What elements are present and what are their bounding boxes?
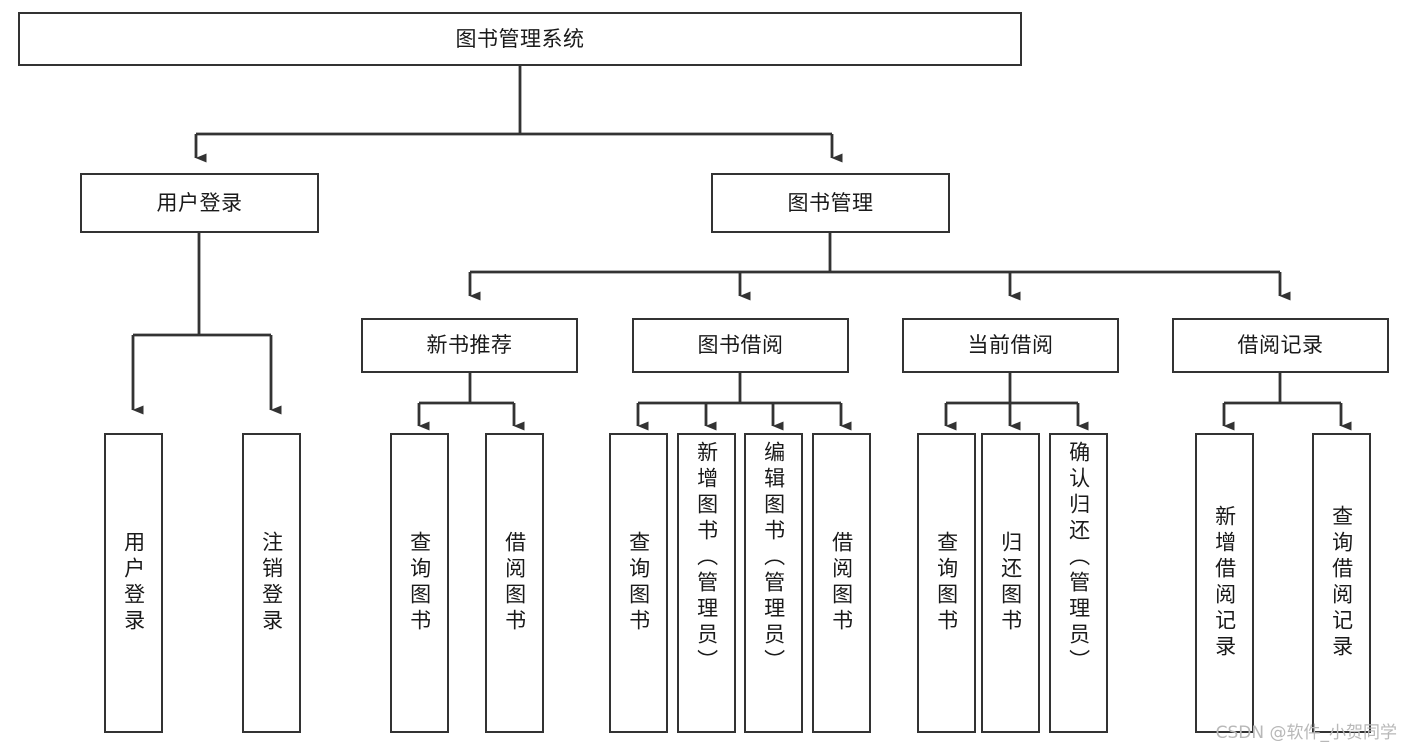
node-label: 借阅图书 bbox=[502, 531, 527, 635]
leaf-user-login-logout[interactable]: 注销登录 bbox=[242, 433, 301, 733]
node-label: 查询借阅记录 bbox=[1329, 505, 1354, 661]
node-user-login[interactable]: 用户登录 bbox=[80, 173, 319, 233]
node-label: 借阅图书 bbox=[829, 531, 854, 635]
node-label: 用户登录 bbox=[121, 531, 146, 635]
leaf-new-book-borrow-book[interactable]: 借阅图书 bbox=[485, 433, 544, 733]
leaf-borrow-query-book[interactable]: 查询图书 bbox=[609, 433, 668, 733]
node-label: 查询图书 bbox=[934, 531, 959, 635]
leaf-record-add-borrow-record[interactable]: 新增借阅记录 bbox=[1195, 433, 1254, 733]
node-borrow-record[interactable]: 借阅记录 bbox=[1172, 318, 1389, 373]
node-label: 新增图书（管理员） bbox=[694, 441, 719, 675]
node-label: 图书借阅 bbox=[697, 333, 784, 358]
node-current-borrow[interactable]: 当前借阅 bbox=[902, 318, 1119, 373]
leaf-current-return-book[interactable]: 归还图书 bbox=[981, 433, 1040, 733]
leaf-current-query-book[interactable]: 查询图书 bbox=[917, 433, 976, 733]
node-new-book-recommend[interactable]: 新书推荐 bbox=[361, 318, 578, 373]
node-root-book-management-system[interactable]: 图书管理系统 bbox=[18, 12, 1022, 66]
node-label: 归还图书 bbox=[998, 531, 1023, 635]
leaf-borrow-borrow-book[interactable]: 借阅图书 bbox=[812, 433, 871, 733]
node-label: 用户登录 bbox=[156, 190, 243, 215]
node-book-borrow[interactable]: 图书借阅 bbox=[632, 318, 849, 373]
node-label: 查询图书 bbox=[407, 531, 432, 635]
leaf-user-login-login[interactable]: 用户登录 bbox=[104, 433, 163, 733]
node-label: 注销登录 bbox=[259, 531, 284, 635]
leaf-borrow-edit-book-admin[interactable]: 编辑图书（管理员） bbox=[744, 433, 803, 733]
node-label: 确认归还（管理员） bbox=[1066, 441, 1091, 675]
node-book-management[interactable]: 图书管理 bbox=[711, 173, 950, 233]
leaf-borrow-add-book-admin[interactable]: 新增图书（管理员） bbox=[677, 433, 736, 733]
leaf-record-query-borrow-record[interactable]: 查询借阅记录 bbox=[1312, 433, 1371, 733]
node-label: 新增借阅记录 bbox=[1212, 505, 1237, 661]
node-label: 图书管理系统 bbox=[455, 26, 585, 51]
leaf-new-book-query-book[interactable]: 查询图书 bbox=[390, 433, 449, 733]
node-label: 编辑图书（管理员） bbox=[761, 441, 786, 675]
csdn-watermark: CSDN @软件_小贺同学 bbox=[1215, 723, 1397, 743]
node-label: 借阅记录 bbox=[1237, 333, 1324, 358]
node-label: 新书推荐 bbox=[426, 333, 513, 358]
leaf-current-confirm-return-admin[interactable]: 确认归还（管理员） bbox=[1049, 433, 1108, 733]
node-label: 图书管理 bbox=[787, 190, 874, 215]
node-label: 当前借阅 bbox=[967, 333, 1054, 358]
node-label: 查询图书 bbox=[626, 531, 651, 635]
